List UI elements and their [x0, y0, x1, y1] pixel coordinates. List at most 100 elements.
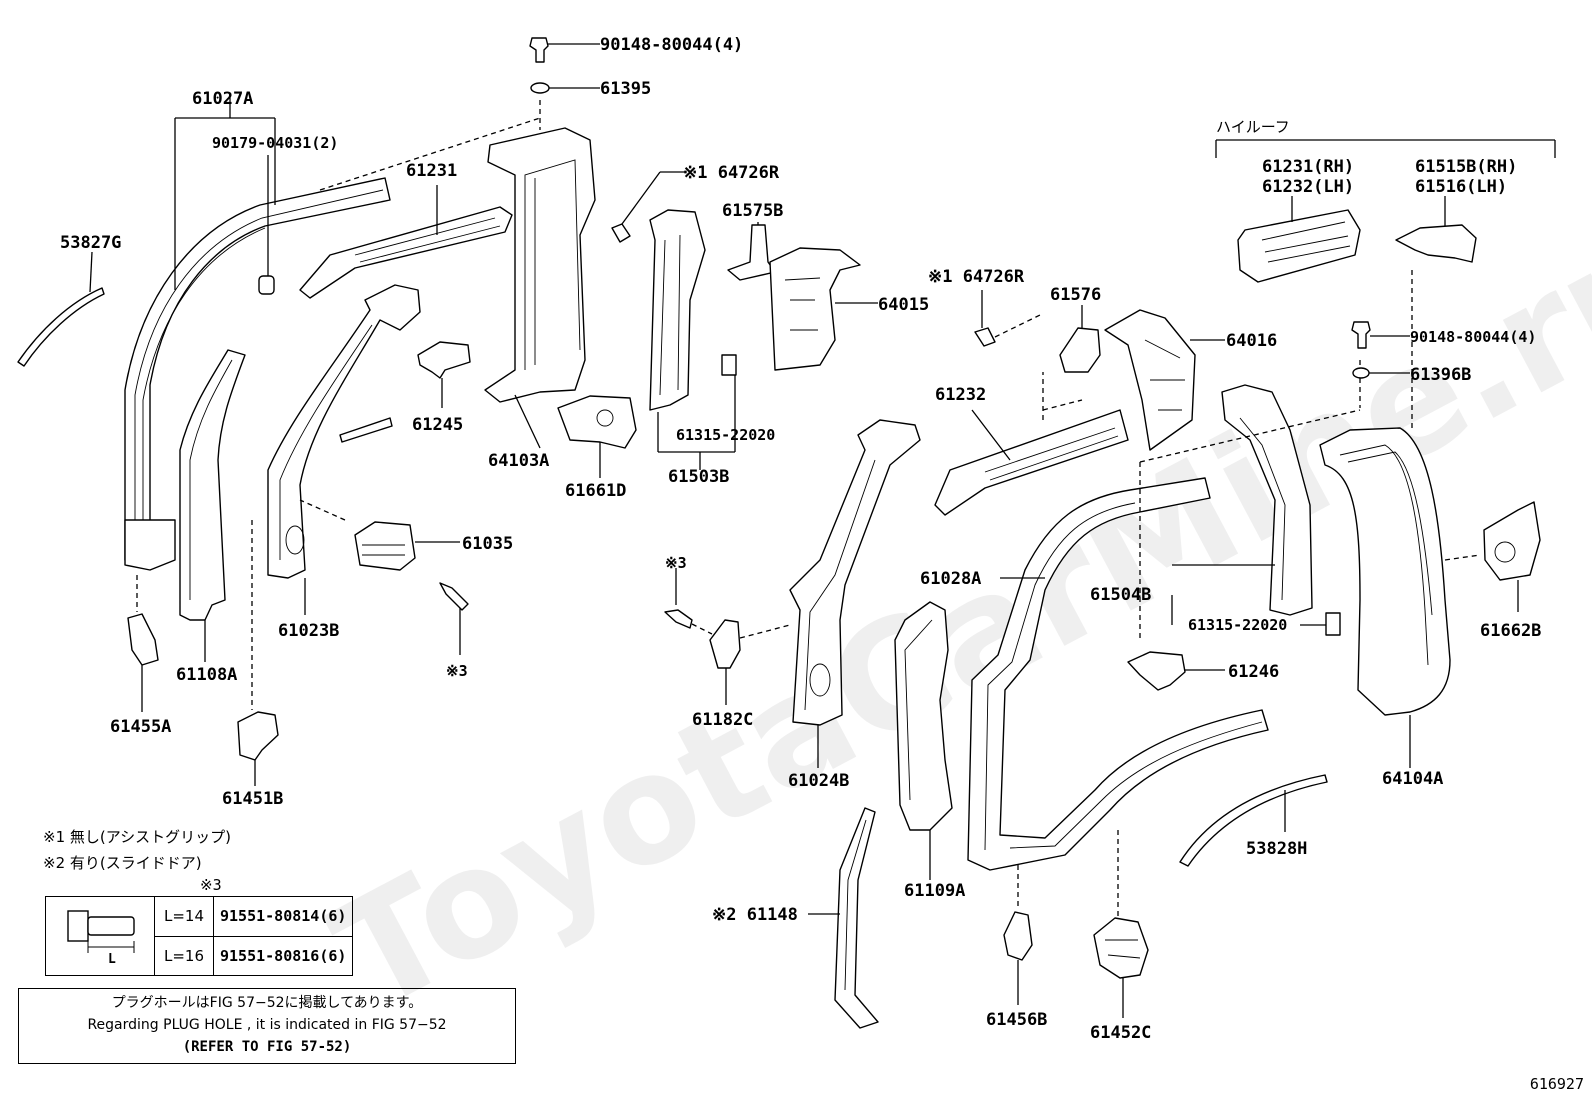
label-64726R-a: ※1 64726R	[683, 163, 780, 183]
bolt-icon: L	[67, 910, 135, 967]
label-90179: 90179-04031(2)	[212, 134, 338, 152]
part-61231RH-shape	[1237, 209, 1361, 283]
part-61027A-shape	[124, 177, 391, 566]
part-61182C-shape	[709, 619, 741, 669]
label-61245: 61245	[412, 415, 463, 435]
legend-table-title: ※3	[200, 876, 222, 894]
label-61108A: 61108A	[176, 665, 237, 685]
dimension-label: L	[108, 952, 116, 967]
bolt-note3-b	[664, 609, 693, 629]
part-64015-shape	[769, 247, 861, 371]
label-61455A: 61455A	[110, 717, 171, 737]
bolt-length: L=14	[154, 896, 214, 937]
label-53827G: 53827G	[60, 233, 121, 253]
label-61504B: 61504B	[1090, 585, 1151, 605]
part-61662B-shape	[1483, 501, 1541, 581]
label-61395: 61395	[600, 79, 651, 99]
nut-plate-61315-a	[721, 354, 737, 376]
bolt-part-number: 91551-80816(6)	[212, 935, 354, 976]
part-61451B-shape	[237, 711, 279, 761]
figure-number: 616927	[1529, 1075, 1584, 1093]
label-61515B: 61515B(RH)	[1415, 157, 1517, 177]
label-61575B: 61575B	[722, 201, 783, 221]
note-line-3: (REFER TO FIG 57-52)	[182, 1039, 352, 1055]
label-61456B: 61456B	[986, 1010, 1047, 1030]
label-61028A: 61028A	[920, 569, 981, 589]
label-64016: 64016	[1226, 331, 1277, 351]
bolt-illustration: L	[45, 896, 155, 976]
part-61246-shape	[1127, 651, 1186, 691]
note-line-1: プラグホールはFIG 57−52に掲載してあります。	[111, 995, 423, 1011]
label-90148-right: 90148-80044(4)	[1410, 328, 1536, 346]
label-64103A: 64103A	[488, 451, 549, 471]
bolt-note3-a	[439, 582, 469, 611]
label-61516: 61516(LH)	[1415, 177, 1507, 197]
part-61231-shape	[299, 206, 513, 299]
part-61575B-shape	[727, 224, 776, 281]
bolt-row: L=16 91551-80816(6)	[46, 935, 354, 976]
label-61231RH: 61231(RH)	[1262, 157, 1354, 177]
part-61452C-shape	[1093, 917, 1149, 979]
label-61232LH: 61232(LH)	[1262, 177, 1354, 197]
label-61035: 61035	[462, 534, 513, 554]
part-61245-shape	[417, 341, 471, 379]
label-note3-b: ※3	[665, 554, 687, 572]
washer-61396B	[1352, 367, 1370, 379]
bolt-table: L L=14 91551-80814(6) L=16 91551-80816(6…	[45, 896, 354, 976]
part-61504B-shape	[1221, 384, 1313, 616]
label-high-roof: ハイルーフ	[1216, 118, 1290, 136]
bolt-part-number: 91551-80814(6)	[212, 896, 354, 937]
part-90179-shape	[258, 275, 275, 295]
nut-plate-61315-b	[1325, 612, 1341, 636]
label-61576: 61576	[1050, 285, 1101, 305]
part-64104A-shape	[1319, 427, 1451, 716]
label-64104A: 64104A	[1382, 769, 1443, 789]
part-64726R-b-shape	[974, 327, 996, 347]
label-61109A: 61109A	[904, 881, 965, 901]
label-61503B: 61503B	[668, 467, 729, 487]
bolt-90148-right	[1351, 321, 1371, 349]
part-61035-shape	[354, 521, 416, 571]
label-64726R-b: ※1 64726R	[928, 267, 1025, 287]
part-61515B-shape	[1395, 224, 1477, 263]
washer-61395	[530, 82, 550, 94]
label-61231: 61231	[406, 161, 457, 181]
part-53827G-shape	[17, 287, 105, 367]
label-61023B: 61023B	[278, 621, 339, 641]
bolt-row: L L=14 91551-80814(6)	[45, 896, 354, 976]
label-61662B: 61662B	[1480, 621, 1541, 641]
part-61576-shape	[1059, 327, 1101, 373]
part-61456B-shape	[1003, 911, 1033, 961]
part-61108A-shape	[179, 349, 246, 621]
label-61024B: 61024B	[788, 771, 849, 791]
label-61452C: 61452C	[1090, 1023, 1151, 1043]
legend-note-2: ※2 有り(スライドドア)	[43, 854, 202, 872]
part-64726R-a-shape	[611, 223, 631, 243]
label-61315-b: 61315-22020	[1188, 616, 1287, 634]
part-61023B-shape	[267, 284, 421, 579]
label-61232: 61232	[935, 385, 986, 405]
part-61455A-shape	[127, 613, 159, 666]
label-53828H: 53828H	[1246, 839, 1307, 859]
bolt-90148-top	[529, 37, 549, 63]
part-61503B-shape	[649, 209, 706, 411]
label-61148: ※2 61148	[712, 905, 798, 925]
bolt-length: L=16	[154, 935, 214, 976]
part-53828H-shape	[1179, 774, 1328, 867]
label-61246: 61246	[1228, 662, 1279, 682]
part-64103A-shape	[484, 127, 596, 403]
legend-note-1: ※1 無し(アシストグリップ)	[43, 828, 231, 846]
note-line-2: Regarding PLUG HOLE , it is indicated in…	[87, 1017, 447, 1033]
part-61028A-shape	[967, 477, 1269, 871]
part-61148-shape	[834, 807, 879, 1029]
label-61027A: 61027A	[192, 89, 253, 109]
part-61661D-shape	[557, 395, 637, 449]
label-61661D: 61661D	[565, 481, 626, 501]
part-61024B-shape	[789, 419, 921, 726]
label-note3-a: ※3	[446, 662, 468, 680]
label-90148-top: 90148-80044(4)	[600, 35, 743, 55]
label-61396B: 61396B	[1410, 365, 1471, 385]
label-61315-a: 61315-22020	[676, 426, 775, 444]
label-61451B: 61451B	[222, 789, 283, 809]
